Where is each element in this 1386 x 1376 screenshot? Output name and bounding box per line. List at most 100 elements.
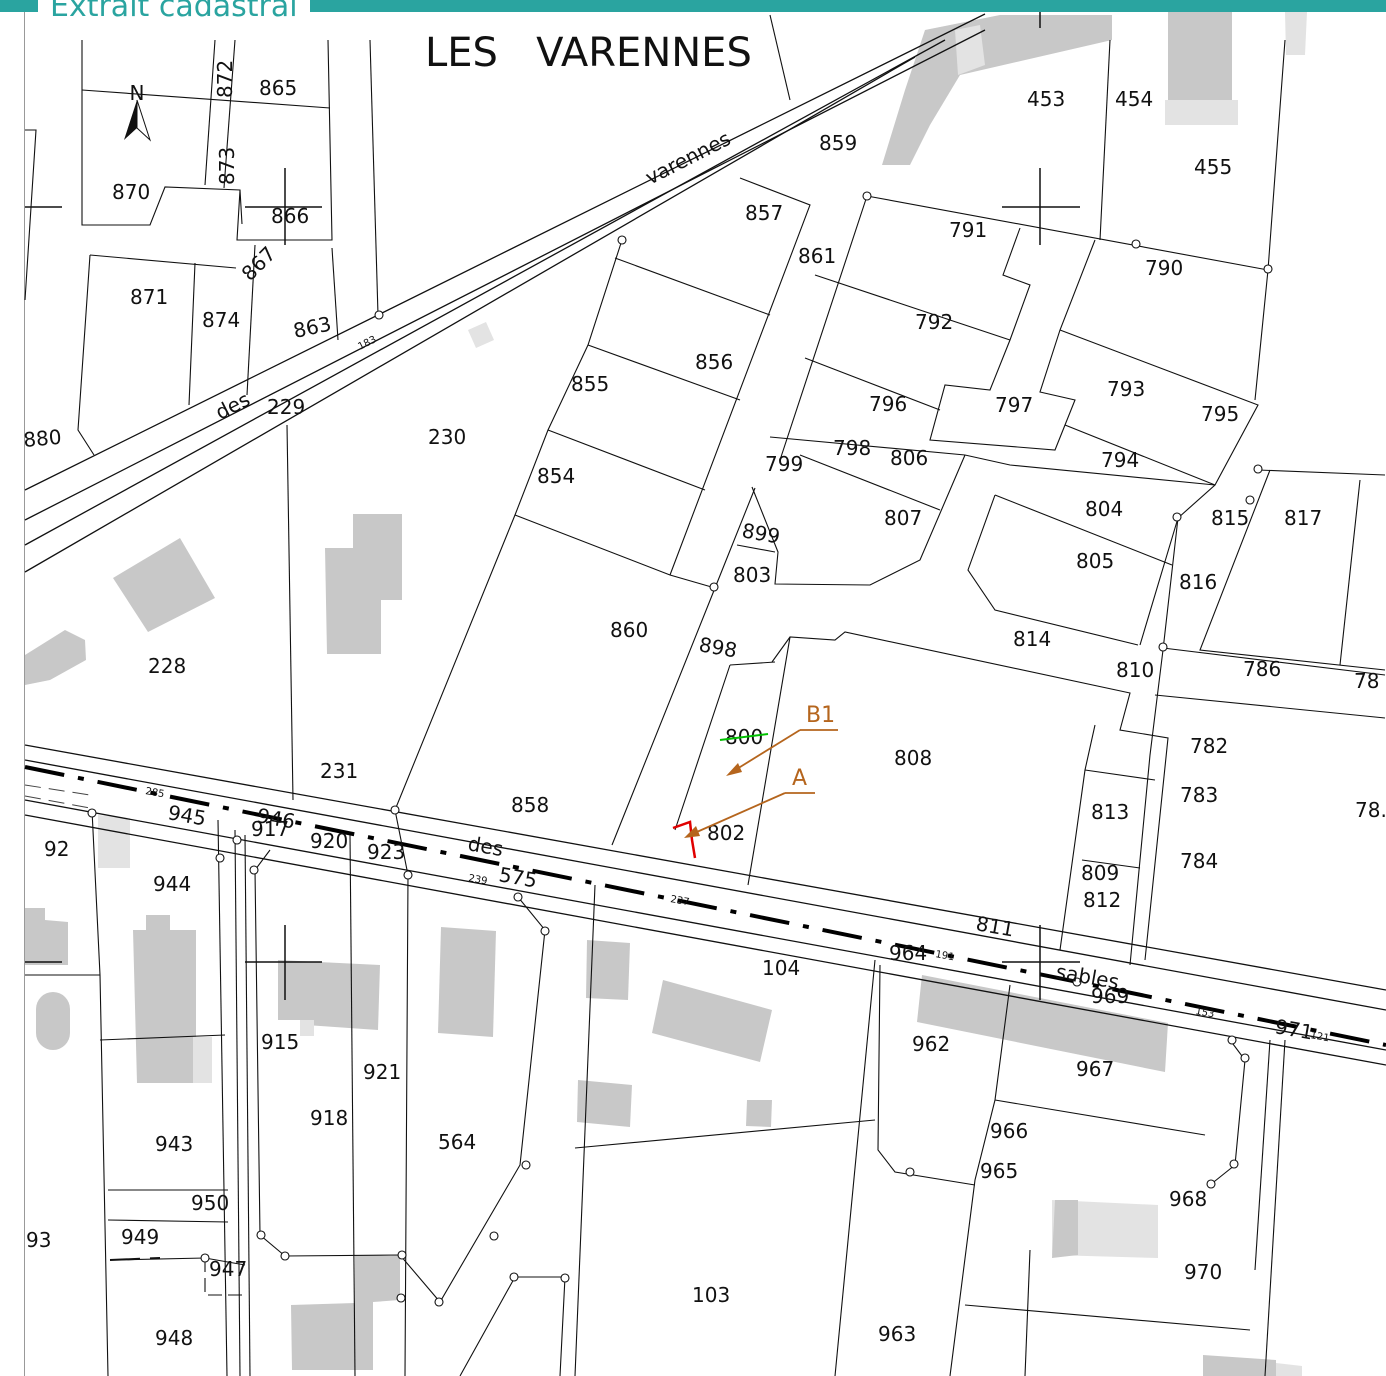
building bbox=[325, 514, 402, 654]
building bbox=[955, 25, 985, 75]
building bbox=[25, 908, 68, 965]
parcel-label: 872 bbox=[213, 60, 237, 98]
boundary-marker bbox=[672, 820, 697, 859]
parcel-label: 880 bbox=[22, 425, 62, 452]
parcel-label: 899 bbox=[740, 518, 782, 548]
parcel-label: 455 bbox=[1194, 155, 1232, 179]
building bbox=[882, 15, 1112, 165]
parcel-label: 792 bbox=[915, 310, 953, 334]
building bbox=[468, 322, 494, 348]
parcel-label: 970 bbox=[1184, 1260, 1222, 1284]
building bbox=[1052, 1200, 1078, 1258]
parcel-label: 104 bbox=[762, 956, 800, 980]
parcel-label: 858 bbox=[511, 793, 549, 817]
parcel-label: 794 bbox=[1101, 448, 1139, 472]
building bbox=[577, 1080, 632, 1127]
parcel-boundaries bbox=[24, 14, 1386, 1376]
north-arrow: N bbox=[124, 81, 152, 142]
building bbox=[291, 1256, 400, 1370]
building bbox=[98, 815, 130, 868]
marker-a[interactable]: A bbox=[684, 766, 815, 838]
parcel-label: 103 bbox=[692, 1283, 730, 1307]
buildings bbox=[25, 12, 1307, 1376]
building bbox=[300, 1020, 314, 1036]
parcel-label: 950 bbox=[191, 1191, 229, 1215]
building bbox=[1203, 1355, 1276, 1376]
parcel-label: 797 bbox=[995, 393, 1033, 417]
parcel-label: 945 bbox=[166, 800, 208, 830]
parcel-label: 806 bbox=[890, 446, 928, 470]
parcel-label: 804 bbox=[1085, 497, 1123, 521]
parcel-label: 966 bbox=[990, 1119, 1028, 1143]
building bbox=[1052, 1200, 1158, 1258]
parcel-label: 944 bbox=[153, 872, 191, 896]
parcel-label: 949 bbox=[121, 1225, 159, 1249]
building bbox=[1168, 12, 1232, 105]
parcel-label: 874 bbox=[202, 308, 240, 332]
parcel-label: 947 bbox=[209, 1257, 247, 1281]
road-number: 191 bbox=[934, 949, 955, 963]
parcel-label: 863 bbox=[291, 311, 333, 342]
parcel-label: 803 bbox=[733, 563, 771, 587]
parcel-label: 963 bbox=[878, 1322, 916, 1346]
parcel-label: 870 bbox=[112, 180, 150, 204]
building bbox=[586, 940, 630, 1000]
parcel-label: 857 bbox=[745, 201, 783, 225]
parcel-label: 92 bbox=[44, 837, 69, 861]
parcel-label: 791 bbox=[949, 218, 987, 242]
building bbox=[652, 980, 772, 1062]
parcel-label: 816 bbox=[1179, 570, 1217, 594]
building bbox=[25, 630, 86, 685]
roads bbox=[24, 13, 1386, 1066]
header-title: Extrait cadastral bbox=[38, 0, 310, 30]
road-number: 153 bbox=[1194, 1006, 1215, 1020]
building bbox=[1285, 12, 1307, 55]
parcel-label: 793 bbox=[1107, 377, 1145, 401]
parcel-label: 866 bbox=[271, 204, 309, 228]
parcel-label: 796 bbox=[869, 392, 907, 416]
road-number: 183 bbox=[356, 334, 378, 352]
parcel-label: 782 bbox=[1190, 734, 1228, 758]
parcel-label: 921 bbox=[363, 1060, 401, 1084]
parcel-label: 918 bbox=[310, 1106, 348, 1130]
parcel-label: 811 bbox=[974, 911, 1016, 941]
parcel-label: 790 bbox=[1145, 256, 1183, 280]
parcel-label: 93 bbox=[26, 1228, 51, 1252]
parcel-label: 861 bbox=[798, 244, 836, 268]
parcel-label: 898 bbox=[697, 632, 739, 662]
parcel-label: 814 bbox=[1013, 627, 1051, 651]
parcel-label: 962 bbox=[912, 1032, 950, 1056]
parcel-label: 969 bbox=[1091, 984, 1129, 1008]
parcel-label: 964 bbox=[889, 941, 927, 965]
parcel-label: 967 bbox=[1076, 1057, 1114, 1081]
parcel-label: 871 bbox=[130, 285, 168, 309]
parcel-label: 78. bbox=[1355, 798, 1386, 822]
building bbox=[438, 927, 496, 1037]
building bbox=[278, 960, 380, 1030]
parcel-label: 854 bbox=[537, 464, 575, 488]
building bbox=[917, 975, 1168, 1072]
parcel-label: 813 bbox=[1091, 800, 1129, 824]
parcel-label: 873 bbox=[215, 147, 239, 185]
header-tick bbox=[0, 0, 28, 12]
parcel-label: 453 bbox=[1027, 87, 1065, 111]
marker-b1[interactable]: B1 bbox=[726, 703, 838, 776]
parcel-label: 856 bbox=[695, 350, 733, 374]
parcel-label: 810 bbox=[1116, 658, 1154, 682]
parcel-label: 965 bbox=[980, 1159, 1018, 1183]
left-border bbox=[24, 12, 25, 1376]
parcel-label: 809 bbox=[1081, 861, 1119, 885]
parcel-label: 968 bbox=[1169, 1187, 1207, 1211]
parcel-label: 815 bbox=[1211, 506, 1249, 530]
parcel-label: 812 bbox=[1083, 888, 1121, 912]
parcel-label: 229 bbox=[267, 395, 305, 419]
building bbox=[113, 538, 215, 632]
building bbox=[1276, 1363, 1302, 1376]
parcel-label: 855 bbox=[571, 372, 609, 396]
parcel-label: 799 bbox=[765, 452, 803, 476]
locality-name: LES VARENNES bbox=[425, 30, 752, 76]
parcel-label: 817 bbox=[1284, 506, 1322, 530]
parcel-label: 454 bbox=[1115, 87, 1153, 111]
parcel-label: 805 bbox=[1076, 549, 1114, 573]
